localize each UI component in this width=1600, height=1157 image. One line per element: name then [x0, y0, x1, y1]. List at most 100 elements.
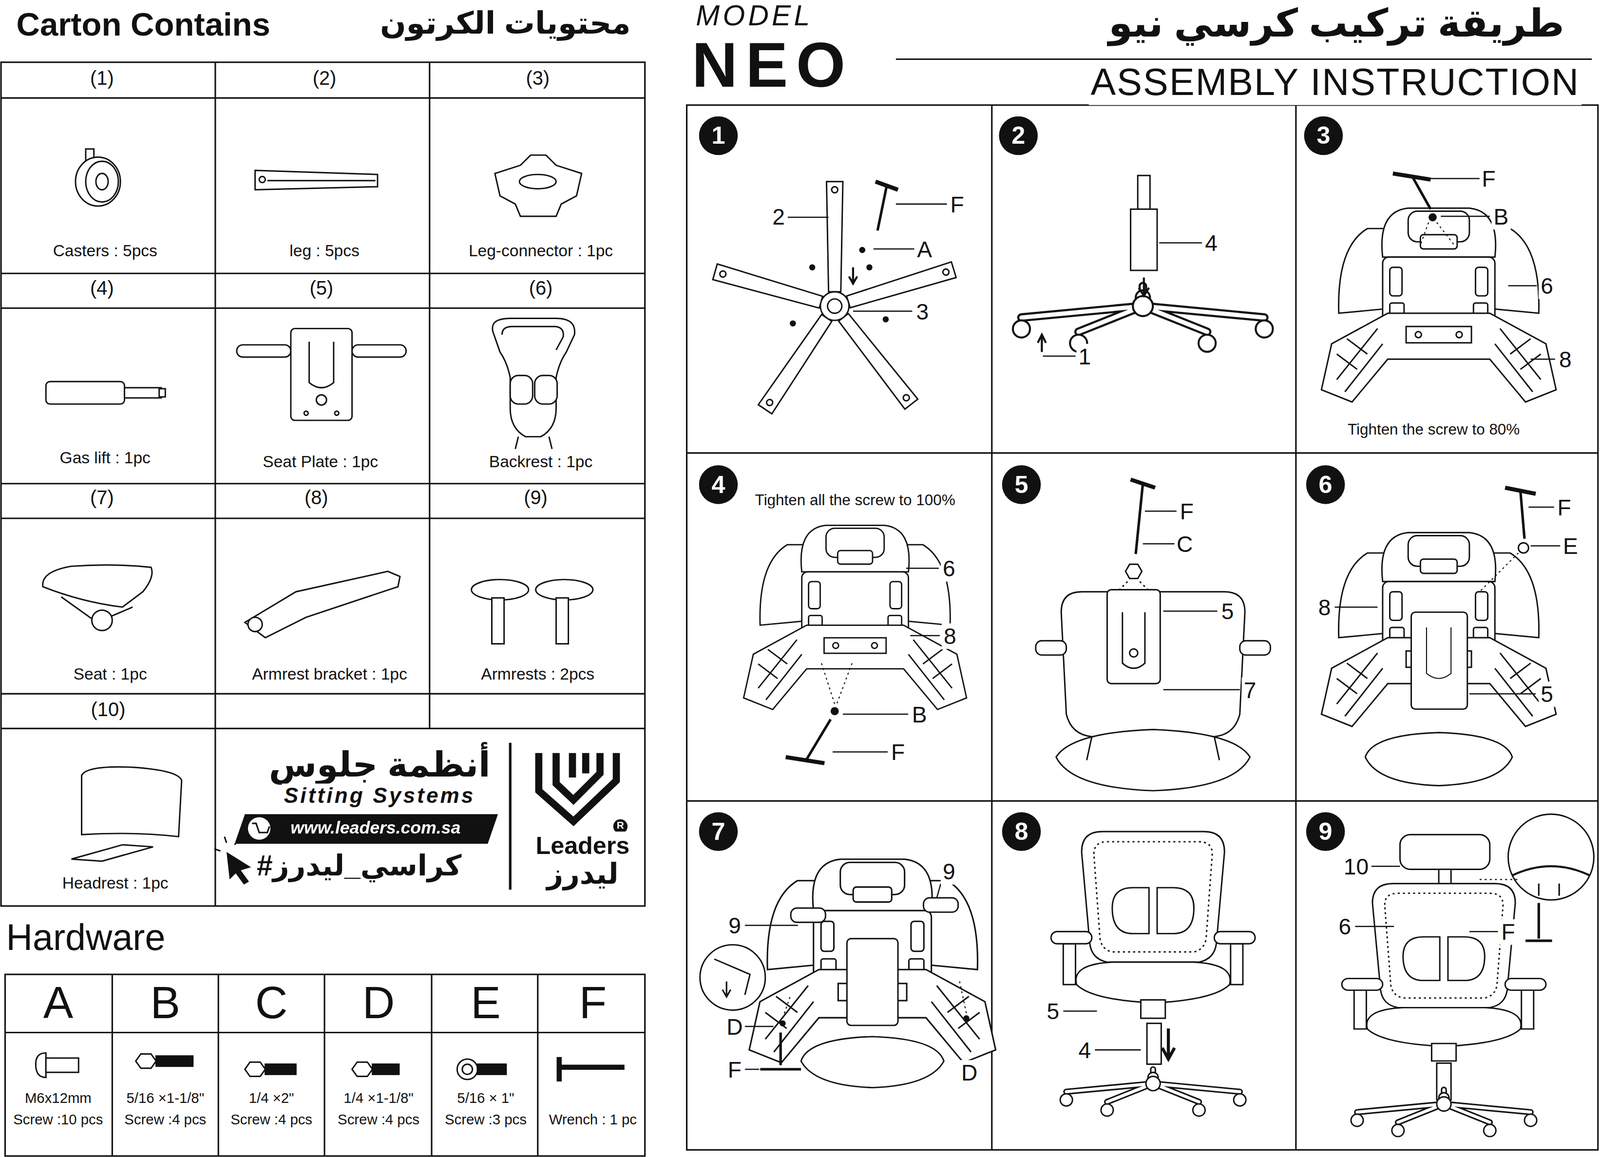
- gas-lift-step: [1012, 175, 1274, 352]
- callout-number: 4: [1202, 230, 1220, 257]
- callout-letter: F: [1479, 166, 1498, 192]
- step-number: 9: [1306, 812, 1346, 852]
- callout-number: 4: [1076, 1037, 1093, 1064]
- url-text: www.leaders.com.sa: [288, 818, 463, 839]
- callout-number: 3: [914, 299, 931, 325]
- step-number: 6: [1306, 465, 1346, 505]
- hardware-letter: B: [148, 977, 183, 1029]
- part-number: (8): [302, 486, 331, 510]
- part-number: (10): [88, 699, 128, 722]
- callout-letter: C: [1174, 531, 1196, 558]
- callout-letter: B: [909, 702, 929, 728]
- callout-letter: A: [914, 236, 934, 263]
- callout-letter: F: [1177, 498, 1196, 525]
- underside-views: [700, 173, 1557, 1088]
- heading: محتويات الكرتون: [378, 6, 633, 42]
- part-label: Seat Plate : 1pc: [260, 453, 381, 473]
- heading: Hardware: [3, 916, 168, 959]
- part-number: (9): [521, 486, 550, 510]
- callout-letter: F: [725, 1057, 744, 1084]
- registered-mark: R: [614, 819, 627, 832]
- part-number: (1): [88, 67, 116, 90]
- step-number-text: 6: [1318, 472, 1333, 497]
- hardware-count: Screw :4 pcs: [228, 1111, 315, 1128]
- callout-number: 2: [770, 204, 787, 230]
- hardware-size: 1/4 ×1-1/8": [341, 1089, 416, 1107]
- hardware-count: Screw :4 pcs: [335, 1111, 422, 1128]
- callout-letter: F: [948, 191, 967, 218]
- callout-number: 5: [1219, 598, 1237, 625]
- step-number: 2: [998, 116, 1038, 156]
- step-number: 1: [699, 116, 739, 156]
- part-label: Armrests : 2pcs: [478, 665, 597, 685]
- part-number: (7): [88, 486, 116, 510]
- hardware-count: Screw :10 pcs: [11, 1111, 106, 1128]
- callout-number: 1: [1076, 343, 1093, 370]
- part-label: Casters : 5pcs: [50, 241, 160, 261]
- hardware-size: 1/4 ×2": [247, 1089, 297, 1107]
- part-label: Seat : 1pc: [71, 665, 150, 685]
- callout-number: 8: [1557, 346, 1574, 373]
- arabic-title: طريقة تركيب كرسي نيو: [1106, 1, 1567, 47]
- callout-number: 9: [940, 858, 958, 885]
- headrest-step: [1341, 814, 1594, 1137]
- step-number-text: 8: [1014, 819, 1029, 844]
- callout-letter: F: [889, 739, 908, 766]
- chair-step: [1050, 831, 1256, 1117]
- callout-number: 7: [1241, 677, 1259, 704]
- callout-letter: B: [1491, 204, 1511, 230]
- model-name: NEO: [689, 28, 856, 102]
- hardware-count: Screw :3 pcs: [442, 1111, 529, 1128]
- hardware-size: 5/16 ×1-1/8": [124, 1089, 207, 1107]
- hardware-size: M6x12mm: [22, 1089, 94, 1107]
- callout-letter: F: [1499, 919, 1518, 946]
- step-number-text: 2: [1011, 123, 1026, 148]
- model-text: MODEL: [693, 0, 815, 33]
- seat-step: [1035, 479, 1271, 791]
- part-label: Backrest : 1pc: [487, 453, 595, 473]
- part-number: (6): [527, 277, 555, 301]
- step-number-text: 9: [1318, 819, 1333, 844]
- hashtag-text: #كراسي_ليدرز: [254, 850, 464, 883]
- part-label: Headrest : 1pc: [60, 874, 171, 894]
- callout-number: 9: [726, 913, 743, 939]
- brand-text: Sitting Systems: [282, 783, 478, 809]
- parts-table: [0, 58, 1599, 1156]
- heading: Carton Contains: [14, 6, 273, 44]
- part-number: (4): [88, 277, 116, 301]
- base-assembly: [712, 181, 956, 415]
- step-number-text: 7: [711, 819, 725, 844]
- hardware-size: 5/16 × 1": [455, 1089, 517, 1107]
- note-text: Tighten the screw to 80%: [1345, 420, 1523, 439]
- part-label: Gas lift : 1pc: [57, 449, 153, 469]
- callout-number: 10: [1341, 854, 1372, 880]
- title-text: ASSEMBLY INSTRUCTION: [1088, 61, 1582, 105]
- step-number-text: 1: [711, 123, 725, 148]
- callout-letter: E: [1561, 533, 1581, 560]
- hardware-letter: F: [576, 977, 609, 1029]
- hardware-letter: C: [253, 977, 290, 1029]
- part-number: (3): [523, 67, 552, 90]
- hardware-count: Screw :4 pcs: [122, 1111, 209, 1128]
- step-number: 3: [1304, 116, 1344, 156]
- hardware-count: Wrench : 1 pc: [546, 1111, 639, 1128]
- callout-number: 6: [940, 555, 958, 582]
- callout-number: 5: [1044, 998, 1062, 1025]
- hardware-letter: A: [40, 977, 76, 1029]
- part-number: (5): [307, 277, 336, 301]
- note-text: Tighten all the screw to 100%: [752, 490, 957, 509]
- callout-number: 8: [1315, 594, 1333, 621]
- part-number: (2): [310, 67, 339, 90]
- callout-letter: D: [959, 1060, 980, 1086]
- step-number: 8: [1002, 812, 1042, 852]
- callout-number: 5: [1538, 681, 1556, 708]
- step-number: 4: [699, 465, 739, 505]
- hardware-icons: [35, 1052, 625, 1082]
- step-number-text: 5: [1014, 472, 1029, 497]
- callout-letter: F: [1555, 495, 1574, 521]
- brand-name: Leaders: [533, 831, 632, 860]
- part-label: leg : 5pcs: [287, 241, 362, 261]
- step-number-text: 3: [1316, 123, 1331, 148]
